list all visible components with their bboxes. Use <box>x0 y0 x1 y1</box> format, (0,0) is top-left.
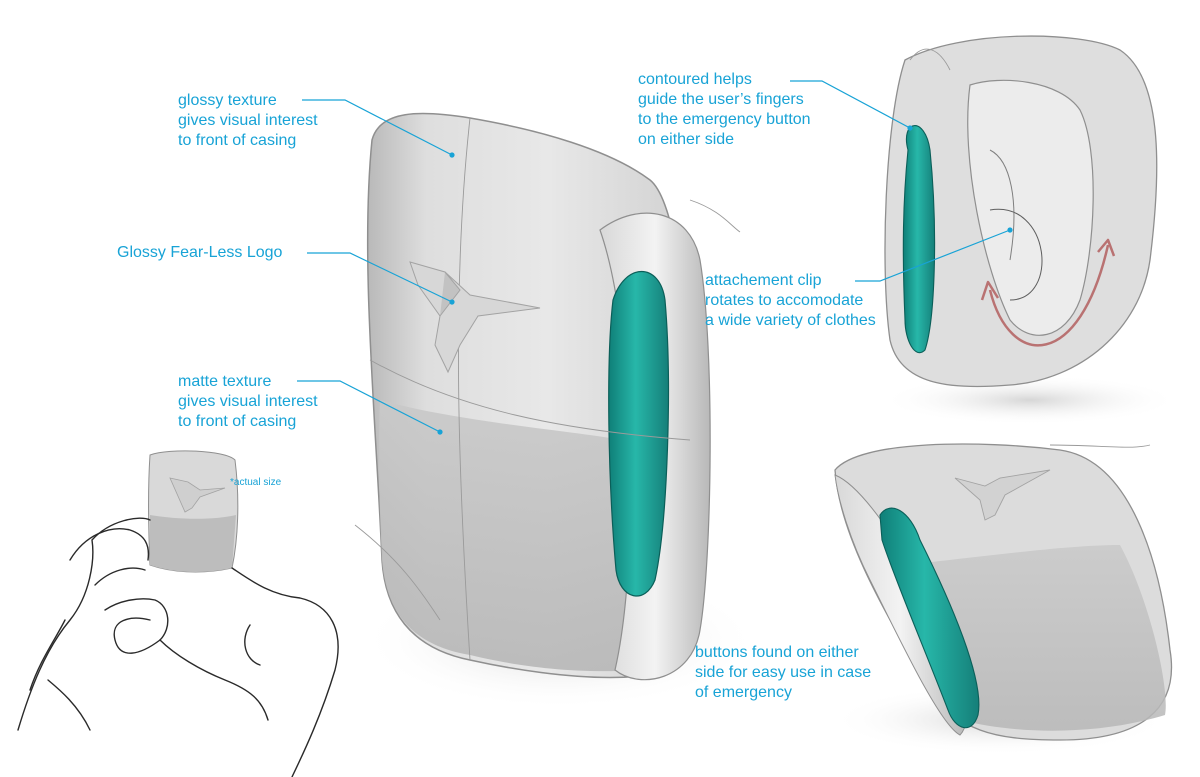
callout-line: gives visual interest <box>178 393 318 410</box>
callout-buttons: buttons found on either side for easy us… <box>695 643 871 703</box>
callout-line: side for easy use in case <box>695 664 872 681</box>
leader-lines <box>297 80 1013 435</box>
main-device <box>354 112 760 710</box>
rotation-arrow-icon <box>980 238 1116 347</box>
callout-actual-size: *actual size <box>230 477 282 488</box>
callout-line: guide the user’s fingers <box>638 91 804 108</box>
callout-line: Glossy Fear-Less Logo <box>117 244 283 261</box>
bottom-emergency-button <box>879 507 980 729</box>
callout-line: a wide variety of clothes <box>705 312 876 329</box>
main-matte-zone <box>378 400 640 672</box>
bottom-device <box>830 443 1173 755</box>
clip-device <box>880 35 1180 425</box>
callout-clip: attachement clip rotates to accomodate a… <box>705 271 876 331</box>
callout-line: to front of casing <box>178 132 297 149</box>
hand-sketch <box>17 450 339 777</box>
hummingbird-logo-icon <box>409 261 541 374</box>
callout-line: contoured helps <box>638 71 752 88</box>
callout-line: glossy texture <box>178 92 277 109</box>
callout-line: matte texture <box>178 373 272 390</box>
callout-line: attachement clip <box>705 272 822 289</box>
clip-arm <box>967 79 1094 336</box>
callout-logo: Glossy Fear-Less Logo <box>117 243 282 263</box>
callout-line: to the emergency button <box>638 111 811 128</box>
bottom-hummingbird-logo-icon <box>954 469 1051 521</box>
callout-line: buttons found on either <box>695 644 859 661</box>
callout-line: rotates to accomodate <box>705 292 864 309</box>
callout-line: on either side <box>638 131 735 148</box>
callout-matte-texture: matte texture gives visual interest to f… <box>178 372 318 432</box>
main-emergency-button <box>608 271 669 597</box>
callout-line: to front of casing <box>178 413 297 430</box>
callout-glossy-texture: glossy texture gives visual interest to … <box>178 91 318 151</box>
callout-contoured: contoured helps guide the user’s fingers… <box>638 70 811 150</box>
callout-line: gives visual interest <box>178 112 318 129</box>
callout-line: of emergency <box>695 684 792 701</box>
clip-emergency-button <box>902 125 936 353</box>
